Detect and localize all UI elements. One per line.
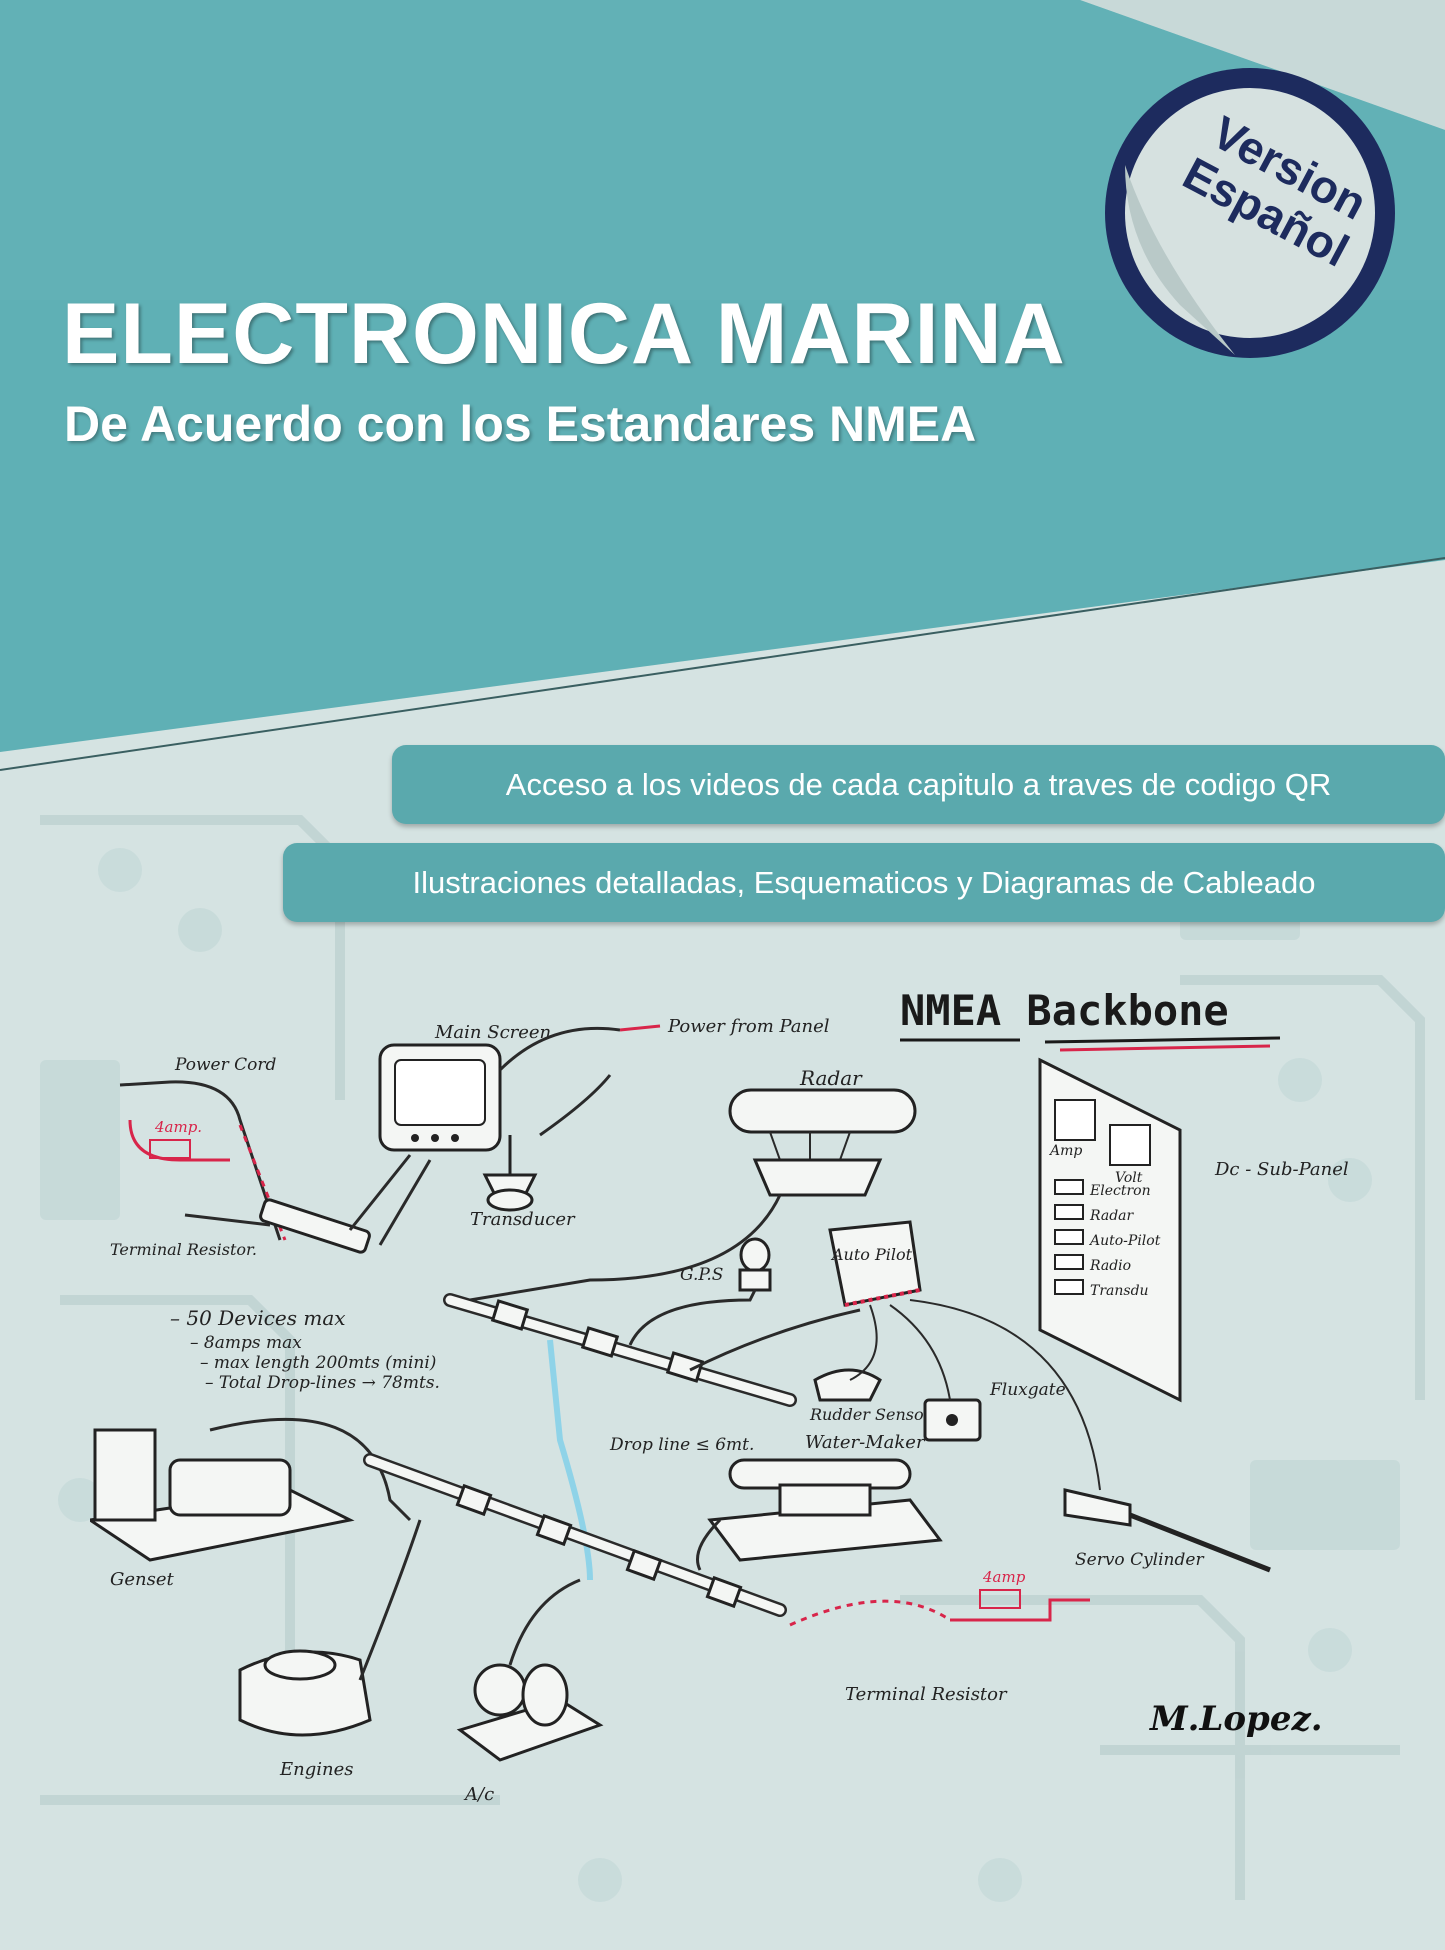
upper-backbone [443,1293,797,1407]
book-subtitle: De Acuerdo con los Estandares NMEA [64,396,977,452]
nmea-backbone-illustration: NMEA Backbone Main Screen Power from Pan… [90,986,1349,1805]
dc-sub-panel-device [1038,1057,1182,1403]
label-fuse-right: 4amp [982,1568,1026,1586]
label-terminal-resistor-top: Terminal Resistor. [110,1240,257,1259]
diagram-heading: NMEA Backbone [900,986,1229,1035]
label-drop-line: Drop line ≤ 6mt. [609,1435,754,1455]
panel-breaker-1: Electron [1089,1183,1151,1199]
panel-breaker-4: Radio [1089,1258,1131,1274]
lower-backbone [363,1453,787,1617]
fluxgate-device [923,1398,982,1442]
autopilot-device [828,1220,922,1307]
spec-max-devices: – 50 Devices max [170,1306,346,1330]
label-auto-pilot: Auto Pilot [830,1245,913,1264]
feature-qr-videos-text: Acceso a los videos de cada capitulo a t… [505,766,1332,802]
version-badge: Version Español [1105,68,1395,358]
label-volt: Volt [1115,1170,1143,1186]
water-maker-device [707,1458,943,1562]
label-genset: Genset [110,1569,175,1590]
label-dc-sub-panel: Dc - Sub-Panel [1214,1159,1349,1180]
feature-qr-videos: Acceso a los videos de cada capitulo a t… [392,745,1445,824]
label-power-cord: Power Cord [174,1055,276,1075]
label-fuse-left: 4amp. [154,1118,202,1136]
panel-breaker-2: Radar [1089,1208,1135,1224]
feature-illustrations-text: Ilustraciones detalladas, Esquematicos y… [412,864,1316,900]
label-main-screen: Main Screen [434,1022,551,1043]
label-transducer: Transducer [470,1209,576,1230]
feature-illustrations: Ilustraciones detalladas, Esquematicos y… [283,843,1445,922]
label-rudder-sensor: Rudder Sensor [809,1405,933,1424]
panel-breaker-5: Transdu [1090,1283,1149,1299]
spec-max-amps: – 8amps max [190,1333,302,1353]
ac-device [456,1663,604,1762]
label-engines: Engines [279,1759,354,1780]
rudder-sensor-device [813,1368,882,1402]
engines-device [238,1649,372,1737]
label-servo-cylinder: Servo Cylinder [1075,1550,1204,1570]
label-radar: Radar [799,1066,863,1090]
label-ac: A/c [463,1784,494,1805]
book-title: ELECTRONICA MARINA [62,286,1066,382]
main-screen-device [378,1043,502,1152]
spec-max-length: – max length 200mts (mini) [200,1353,436,1373]
label-gps: G.P.S [680,1265,723,1285]
label-amp: Amp [1048,1143,1082,1159]
artist-signature: M.Lopez. [1149,1699,1323,1739]
gps-device [738,1237,772,1292]
genset-device [90,1428,355,1562]
spec-total-drop-lines: – Total Drop-lines → 78mts. [205,1373,440,1393]
servo-cylinder-device [1063,1488,1271,1573]
label-terminal-resistor-bottom: Terminal Resistor [845,1684,1008,1705]
radar-device [728,1088,917,1197]
label-power-from-panel: Power from Panel [667,1016,830,1037]
transducer-device [482,1135,538,1212]
label-water-maker: Water-Maker [805,1432,926,1453]
label-fluxgate: Fluxgate [989,1380,1066,1400]
panel-breaker-3: Auto-Pilot [1088,1233,1161,1249]
